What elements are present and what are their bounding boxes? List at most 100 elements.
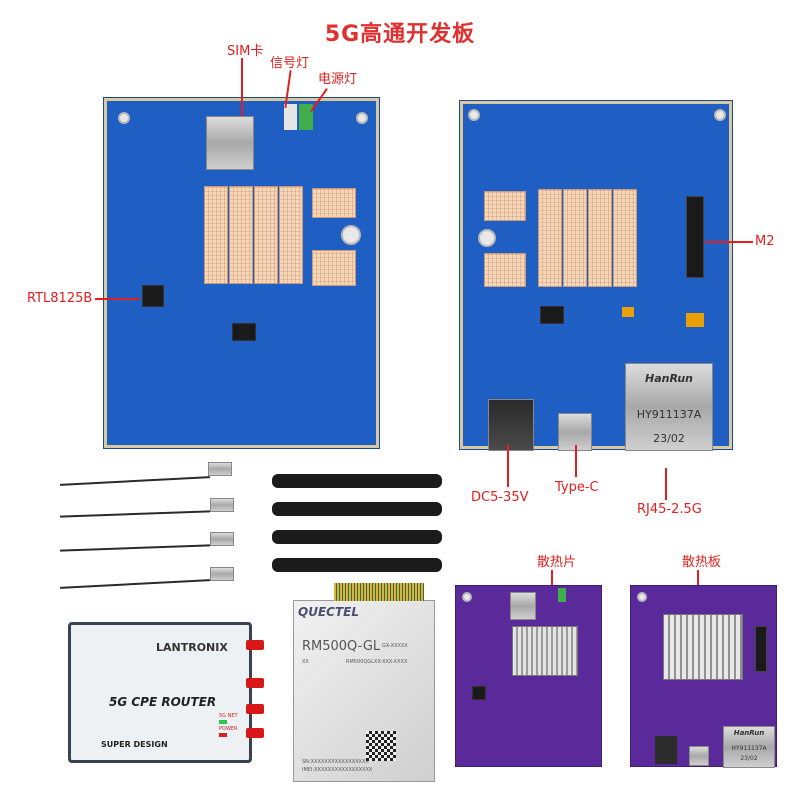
mount-hole — [637, 592, 647, 602]
label-heat-board: 散热板 — [682, 555, 722, 570]
rj45-model: HY911137A — [636, 408, 702, 421]
pigtail-cable — [60, 510, 210, 518]
module-code3: RM500QGLXX-XXX-XXXX — [346, 659, 408, 665]
mount-hole — [118, 112, 130, 124]
sma-connector — [208, 462, 232, 476]
module-imei: IMEI:XXXXXXXXXXXXXXXXX — [302, 767, 373, 773]
router-led2-label: POWER — [219, 726, 238, 732]
rj45-small-model: HY911137A — [731, 745, 767, 752]
router-led-5g — [219, 720, 227, 724]
label-power-led: 电源灯 — [318, 72, 358, 87]
quectel-module: QUECTEL RM500Q-GL GX-XXXXX XX RM500QGLXX… — [293, 583, 435, 782]
led-white-connector — [284, 104, 297, 130]
antenna — [272, 558, 442, 572]
m2-slot — [755, 626, 767, 672]
antenna — [272, 502, 442, 516]
module-edge-connector — [334, 583, 424, 601]
router-sma-port — [246, 704, 264, 714]
mount-hole — [462, 592, 472, 602]
proto-area — [588, 189, 612, 287]
router-led1-label: 5G NET — [219, 713, 238, 719]
label-m2: M2 — [755, 234, 775, 249]
dc-jack — [655, 736, 677, 764]
page-title: 5G高通开发板 — [324, 22, 476, 47]
heat-sink — [663, 614, 743, 680]
router-sma-port — [246, 640, 264, 650]
proto-area — [204, 186, 228, 284]
blue-board-right: HanRun HY911137A 23/02 — [459, 100, 733, 451]
pigtail-cable — [60, 476, 210, 486]
led-green-connector — [299, 104, 313, 130]
chip — [232, 323, 256, 341]
module-brand: QUECTEL — [298, 605, 359, 619]
proto-area — [229, 186, 253, 284]
type-c-port — [689, 746, 709, 766]
antenna — [272, 530, 442, 544]
pointer-rj45 — [665, 468, 667, 500]
led-green-connector — [558, 588, 566, 602]
pigtail-cable — [60, 579, 210, 589]
rj45-small-brand: HanRun — [733, 729, 765, 737]
module-code2: XX — [302, 659, 309, 665]
label-heat-sheet: 散热片 — [537, 555, 577, 570]
proto-area — [312, 188, 356, 218]
proto-area — [254, 186, 278, 284]
label-dc: DC5-35V — [471, 490, 529, 505]
router-sma-port — [246, 728, 264, 738]
proto-area — [613, 189, 637, 287]
pointer-rtl8125b — [95, 298, 140, 300]
sim-slot — [510, 592, 536, 620]
qr-code — [366, 731, 396, 761]
proto-area — [279, 186, 303, 284]
heat-sheet — [512, 626, 578, 676]
sma-connector — [210, 532, 234, 546]
proto-area — [312, 250, 356, 286]
chip — [472, 686, 486, 700]
pointer-typec — [575, 445, 577, 477]
purple-board-right: HanRun HY911137A 23/02 — [630, 585, 777, 768]
blue-board-left — [103, 97, 380, 449]
label-signal-led: 信号灯 — [270, 56, 310, 71]
antenna — [272, 474, 442, 488]
rj45-small-date: 23/02 — [740, 755, 758, 762]
label-rj45: RJ45-2.5G — [637, 502, 702, 517]
proto-area — [484, 191, 526, 221]
sim-slot — [206, 116, 254, 170]
router-led-power — [219, 733, 227, 737]
purple-board-left — [455, 585, 602, 767]
module-model: RM500Q-GL — [302, 639, 381, 654]
pointer-sim — [241, 58, 243, 116]
rj45-brand: HanRun — [645, 372, 693, 385]
label-typec: Type-C — [555, 480, 599, 495]
router-sma-port — [246, 678, 264, 688]
router-subtitle: SUPER DESIGN — [101, 740, 168, 749]
chip — [540, 306, 564, 324]
router-brand: LANTRONIX — [156, 641, 228, 654]
mount-hole — [468, 109, 480, 121]
pointer-m2 — [705, 241, 753, 243]
pigtail-cable — [60, 544, 210, 552]
capacitor — [686, 313, 704, 327]
sma-connector — [210, 567, 234, 581]
sma-connector — [210, 498, 234, 512]
pointer-heat-sheet — [551, 570, 553, 586]
label-sim: SIM卡 — [227, 44, 264, 59]
rj45-date: 23/02 — [653, 432, 685, 445]
rj45-jack-small: HanRun HY911137A 23/02 — [723, 726, 775, 768]
proto-area — [538, 189, 562, 287]
module-sn: SN:XXXXXXXXXXXXXXXXX — [302, 759, 369, 765]
rtl8125b-chip — [142, 285, 164, 307]
proto-area — [484, 253, 526, 287]
module-code1: GX-XXXXX — [382, 643, 408, 649]
label-rtl8125b: RTL8125B — [27, 291, 93, 306]
rj45-jack: HanRun HY911137A 23/02 — [625, 363, 713, 451]
mount-hole — [714, 109, 726, 121]
proto-area — [563, 189, 587, 287]
mount-hole — [478, 229, 496, 247]
mount-hole — [341, 225, 361, 245]
dc-jack — [488, 399, 534, 451]
router-name: 5G CPE ROUTER — [109, 695, 217, 709]
router-box: LANTRONIX 5G CPE ROUTER SUPER DESIGN 5G … — [68, 622, 252, 763]
pointer-dc — [507, 445, 509, 487]
m2-slot — [686, 196, 704, 278]
